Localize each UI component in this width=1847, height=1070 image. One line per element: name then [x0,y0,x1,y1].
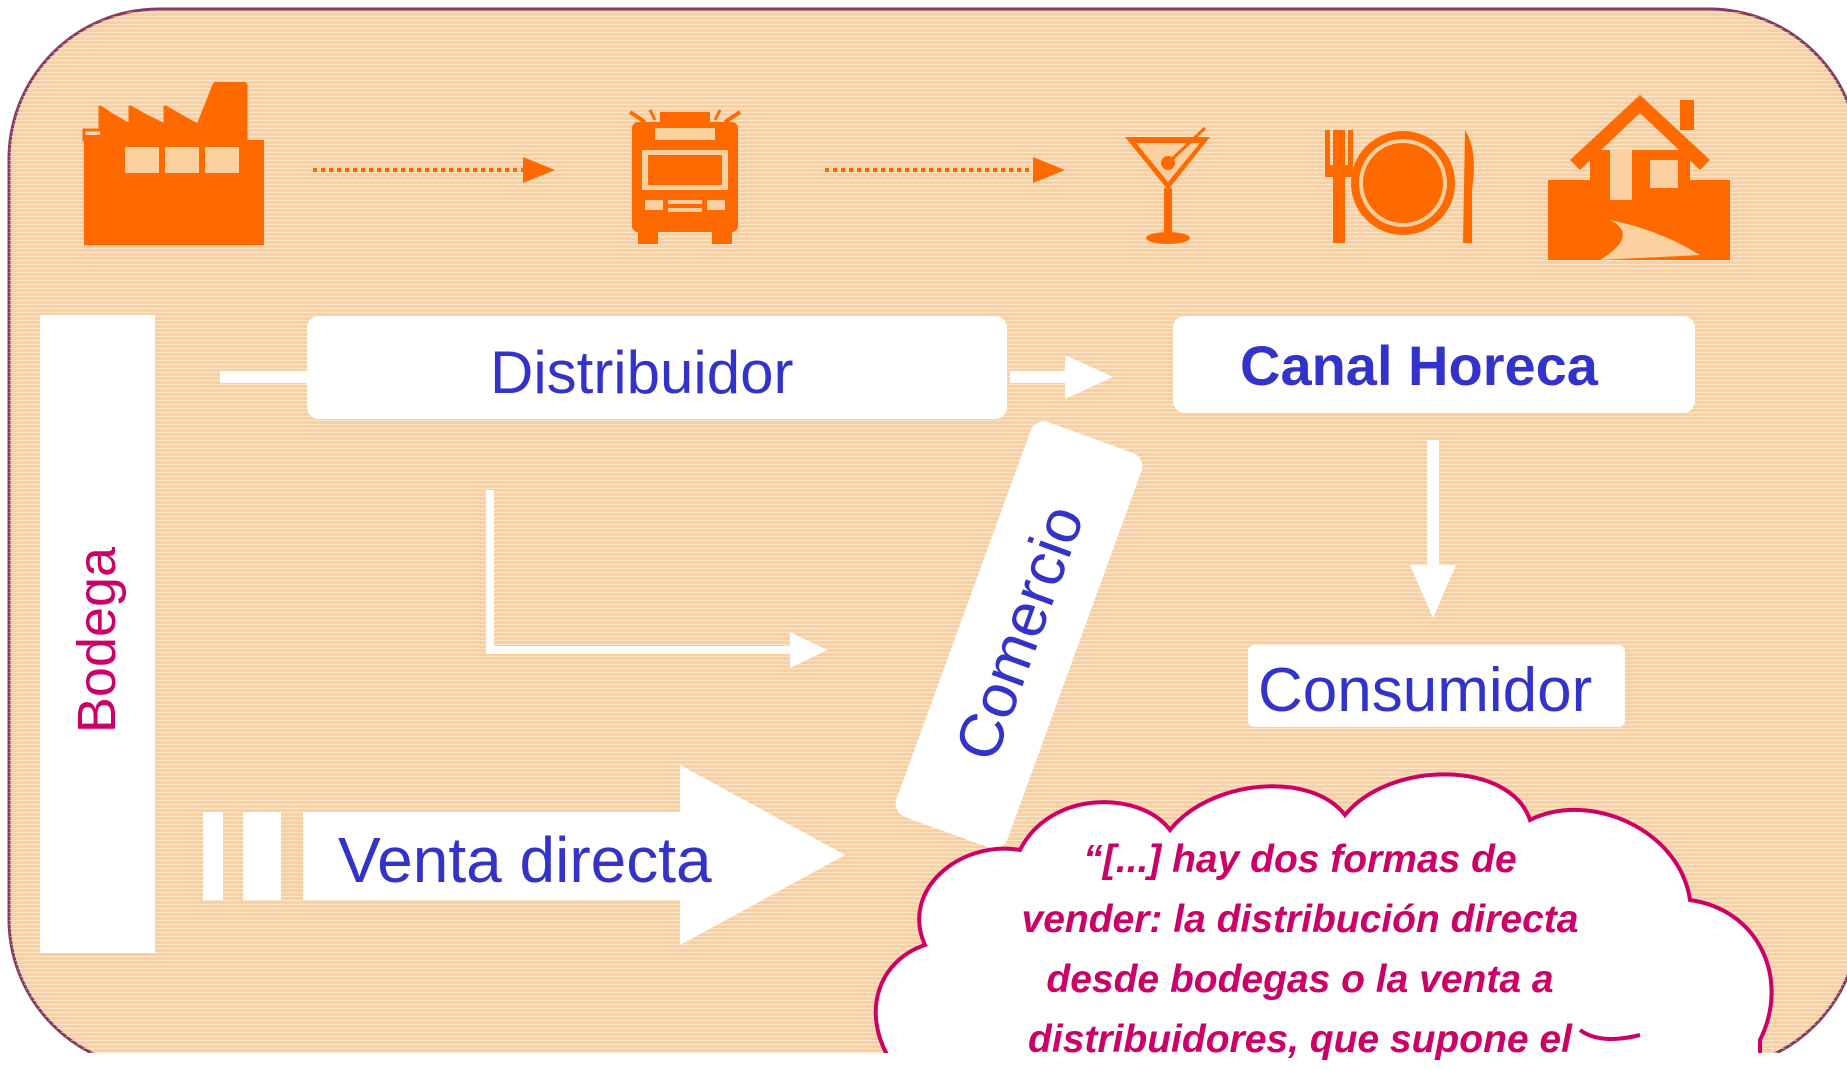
arrow-to-horeca [1010,355,1113,399]
fire-truck-icon [628,109,742,244]
speech-cloud [873,772,1774,1053]
quote-line: “[...] hay dos formas de [1083,838,1517,881]
bodega-box [40,315,155,953]
plate-cutlery-icon [1325,130,1474,243]
quote-line: desde bodegas o la venta a [1046,958,1554,1001]
consumidor-box [1248,645,1625,727]
distribuidor-label: Distribuidor [490,339,794,406]
quote-line: vender: la distribución directa [1021,898,1579,941]
venta-directa-label: Venta directa [338,824,712,896]
bodega-label: Bodega [67,546,127,734]
factory-icon [82,82,264,245]
arrow-to-comercio [486,490,827,668]
quote-text: “[...] hay dos formas de vender: la dist… [935,830,1665,1070]
arrow-to-consumidor [1410,440,1456,618]
dotted-arrow-1 [313,157,555,183]
house-icon [1548,95,1730,260]
canal-horeca-label: Canal Horeca [1240,334,1598,397]
comercio-box [895,421,1143,849]
dotted-arrow-2 [825,157,1065,183]
distribuidor-box [307,316,1007,419]
quote-line: distribuidores, que supone el [1028,1018,1572,1061]
cocktail-glass-icon [1125,126,1210,244]
canal-horeca-box [1173,316,1695,413]
venta-directa-arrow [203,765,845,945]
consumidor-label: Consumidor [1258,656,1593,725]
